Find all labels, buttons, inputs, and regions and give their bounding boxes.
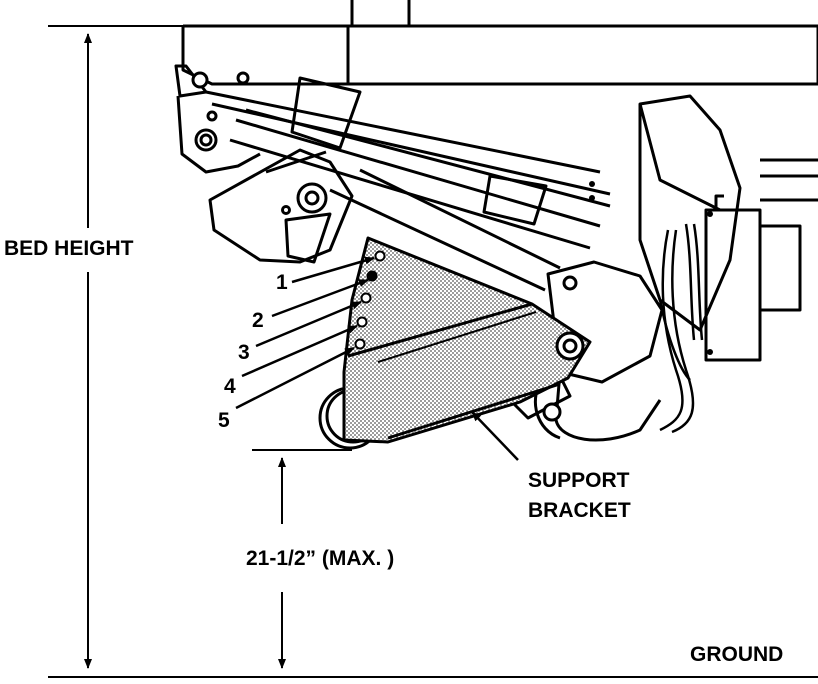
support-label-line1: SUPPORT [528, 469, 630, 492]
bed-height-label: BED HEIGHT [4, 237, 134, 260]
support-label-line2: BRACKET [528, 499, 631, 522]
hole-number-1: 1 [276, 271, 288, 294]
hole-number-3: 3 [238, 341, 250, 364]
hole-4 [356, 316, 368, 328]
hole-5 [354, 338, 366, 350]
hole-2 [366, 270, 378, 282]
leader-3 [255, 300, 362, 348]
support-bracket [342, 236, 592, 444]
hole-number-2: 2 [252, 309, 264, 332]
small-rivets [589, 181, 713, 355]
frame-rail [760, 158, 818, 202]
support-bracket-leader [471, 411, 519, 461]
left-pivot-housing [176, 95, 354, 264]
pump-motor [704, 194, 802, 362]
hole-leaders [235, 256, 375, 410]
hole-1 [374, 250, 386, 262]
dimension-label: 21-1/2” (MAX. ) [246, 547, 395, 570]
bed-frame [174, 24, 818, 98]
ground-label: GROUND [690, 643, 784, 666]
hole-number-5: 5 [218, 409, 230, 432]
leader-5 [235, 346, 355, 410]
adjustment-holes [354, 250, 386, 350]
bed-height-dimension [48, 25, 183, 669]
right-plate [638, 94, 742, 332]
vertical-post [350, 0, 411, 26]
leader-4 [241, 324, 358, 378]
pivot-pins [191, 71, 585, 422]
hole-3 [360, 292, 372, 304]
lift-arms [205, 76, 611, 292]
leader-2 [271, 278, 369, 318]
hole-number-4: 4 [224, 375, 236, 398]
leader-1 [291, 256, 375, 284]
max-height-dimension [252, 449, 352, 669]
